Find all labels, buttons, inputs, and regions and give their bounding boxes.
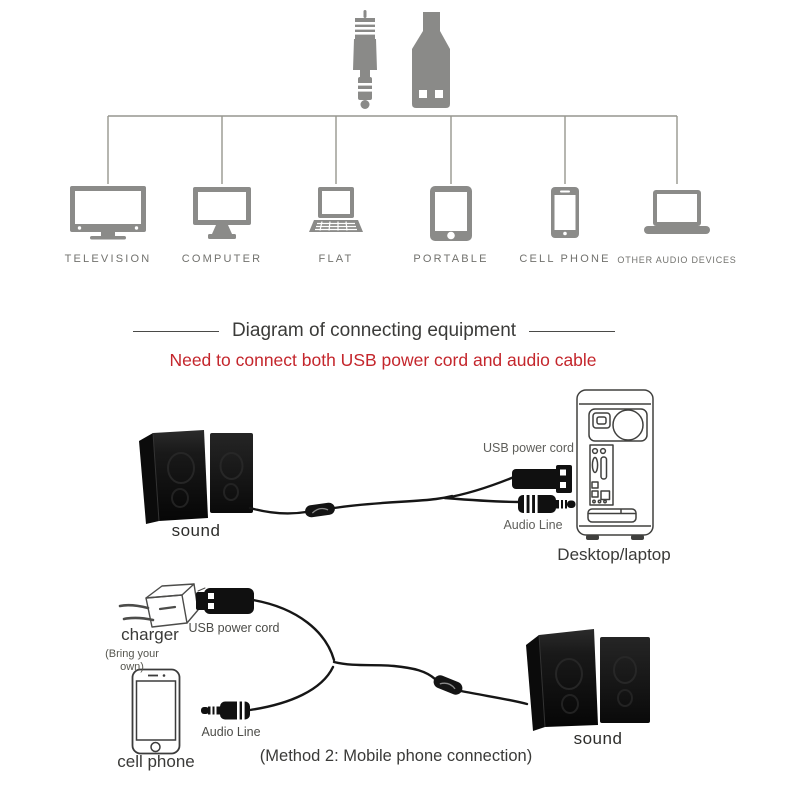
speaker-pair-photo-method2 [526, 629, 650, 731]
desktop-laptop-label: Desktop/laptop [557, 545, 671, 564]
usb-cord-label-method1: USB power cord [482, 441, 574, 455]
laptop-icon [309, 187, 363, 232]
volume-control-pod-method2 [433, 675, 463, 695]
section-title-row: Diagram of connecting equipment [0, 320, 748, 342]
audio-line-label-method2: Audio Line [201, 725, 261, 739]
portable-label: PORTABLE [413, 253, 489, 265]
audio-line-label-method1: Audio Line [503, 518, 563, 532]
usb-plug-method2 [196, 588, 254, 614]
tablet-icon [430, 186, 472, 241]
other-audio-devices-icon [644, 190, 710, 234]
cellphone-label-method2: cell phone [117, 752, 195, 771]
volume-control-pod-method1 [305, 502, 335, 518]
usb-plug-method1 [512, 465, 572, 493]
cellphone-drawing [131, 668, 181, 755]
usb-plug-icon [412, 12, 450, 108]
speaker-pair-photo-method1 [139, 430, 253, 524]
cable-method1 [248, 475, 522, 515]
cable-method2 [248, 598, 529, 712]
television-label: TELEVISION [64, 253, 152, 265]
audio-jack-plug-method1 [518, 495, 576, 513]
speakers-label-method2: sound [573, 729, 623, 748]
audio-jack-icon [353, 10, 377, 109]
cellphone-label: CELL PHONE [519, 253, 611, 265]
section-title: Diagram of connecting equipment [231, 320, 517, 341]
cellphone-icon [551, 187, 579, 238]
speakers-label-method1: sound [171, 521, 221, 540]
method2-caption: (Method 2: Mobile phone connection) [259, 747, 533, 765]
title-left-rule [132, 330, 219, 332]
usb-cord-label-method2: USB power cord [188, 621, 280, 635]
computer-monitor-icon [193, 187, 251, 239]
charger-label: charger [121, 625, 179, 644]
title-right-rule [529, 330, 616, 332]
charger-note: (Bring your own) [105, 648, 159, 673]
section-subtitle-warning: Need to connect both USB power cord and … [169, 350, 597, 370]
flat-label: FLAT [318, 253, 354, 265]
computer-label: COMPUTER [181, 253, 263, 265]
audio-jack-plug-method2 [201, 701, 250, 720]
television-icon [70, 186, 146, 240]
connection-tree-lines [107, 115, 678, 184]
other-audio-devices-label: OTHER AUDIO DEVICES [617, 255, 737, 265]
desktop-tower-drawing [576, 389, 654, 540]
